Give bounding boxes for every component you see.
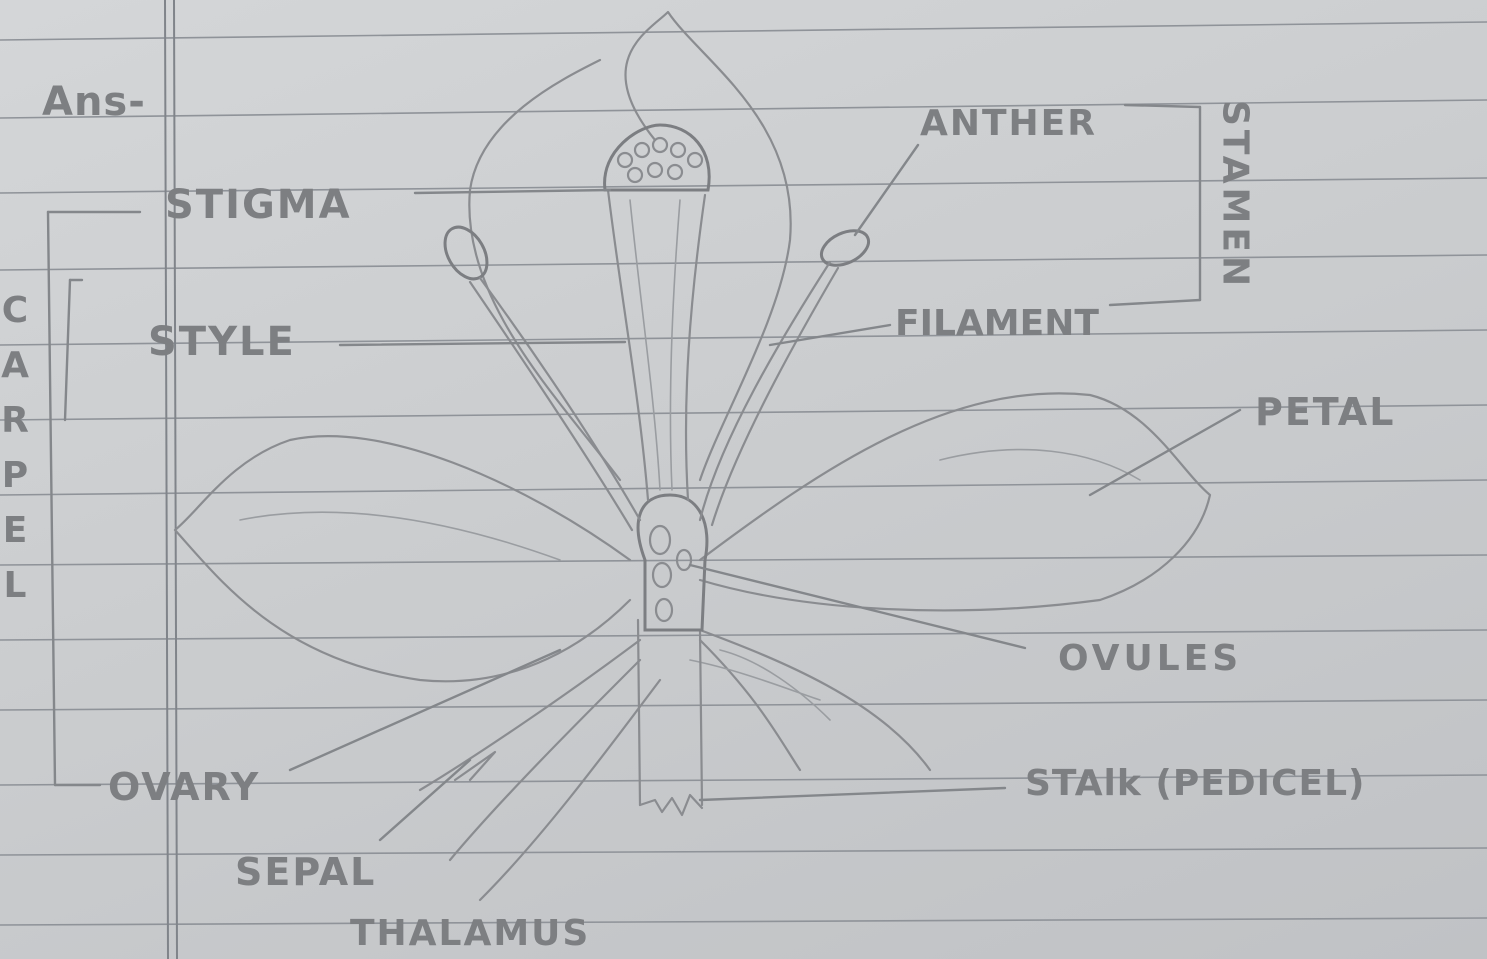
label-ovary: OVARY — [108, 765, 260, 809]
label-style: STYLE — [148, 319, 296, 365]
label-sepal: SEPAL — [235, 850, 376, 894]
diagram-labels: Ans- STIGMA STYLE ANTHER FILAMENT STAMEN… — [0, 79, 1395, 954]
style-and-stigma — [605, 125, 710, 500]
pedicel — [638, 620, 702, 815]
ovary — [638, 495, 707, 630]
label-filament: FILAMENT — [895, 303, 1099, 344]
answer-prefix: Ans- — [42, 79, 146, 125]
label-ovules: OVULES — [1058, 638, 1242, 679]
label-stamen: STAMEN — [1215, 100, 1256, 290]
label-stalk-pedicel: STAlk (PEDICEL) — [1025, 763, 1365, 804]
label-petal: PETAL — [1255, 390, 1395, 434]
margin-lines — [165, 0, 177, 959]
label-carpel: CARPEL — [0, 290, 36, 620]
label-anther: ANTHER — [920, 103, 1097, 144]
label-stigma: STIGMA — [165, 182, 352, 228]
label-thalamus: THALAMUS — [350, 913, 590, 954]
